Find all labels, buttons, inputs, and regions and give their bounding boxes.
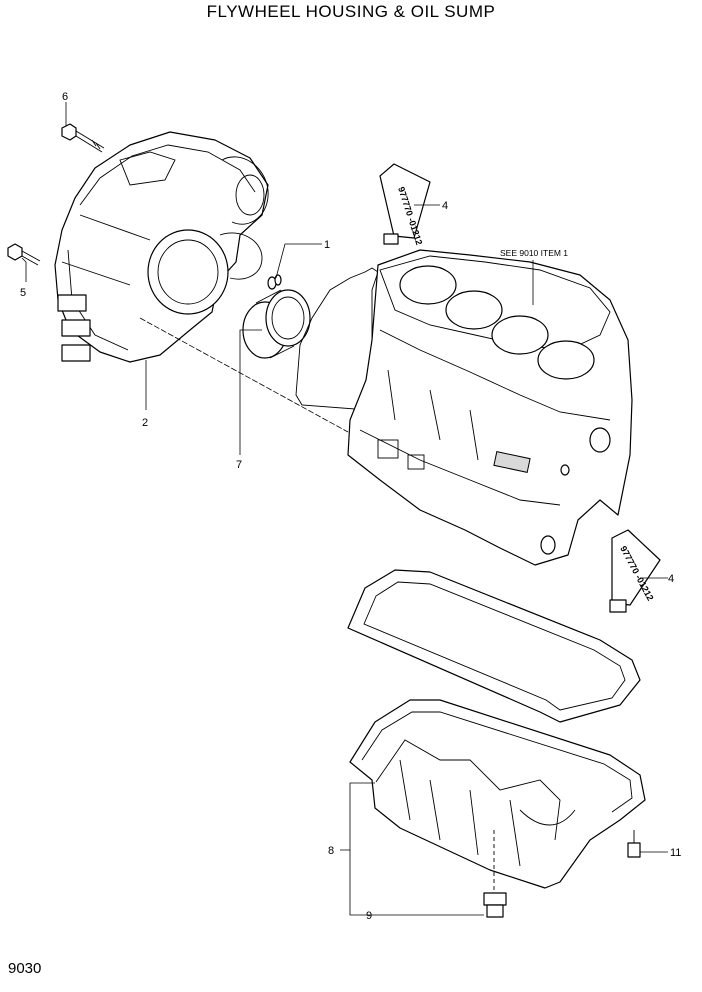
callout-8: 8 xyxy=(328,845,334,857)
callout-4-top: 4 xyxy=(442,200,448,212)
oil-pan-gasket[interactable] xyxy=(347,569,641,723)
sealant-tube-top[interactable]: 977770 -01212 xyxy=(379,163,431,246)
callout-7: 7 xyxy=(236,459,242,471)
leader-lines xyxy=(21,102,668,916)
callout-1: 1 xyxy=(324,239,330,251)
callout-9: 9 xyxy=(366,910,372,922)
callout-11: 11 xyxy=(670,847,681,859)
oil-sump[interactable] xyxy=(349,699,646,889)
sealant-tube-right[interactable]: 977770 -01212 xyxy=(609,529,661,613)
callout-5: 5 xyxy=(20,287,26,299)
page-number: 9030 xyxy=(8,960,42,977)
callout-6: 6 xyxy=(62,91,68,103)
callout-4-right: 4 xyxy=(668,573,674,585)
oil-seal-1[interactable] xyxy=(267,274,282,290)
drain-plug[interactable] xyxy=(483,830,507,918)
callout-2: 2 xyxy=(142,417,148,429)
reference-note: SEE 9010 ITEM 1 xyxy=(500,248,568,258)
bolt-11[interactable] xyxy=(627,830,641,858)
bolt-5[interactable] xyxy=(7,243,41,266)
flywheel-housing[interactable] xyxy=(54,131,269,363)
bolt-6[interactable] xyxy=(61,123,105,153)
page-title: FLYWHEEL HOUSING & OIL SUMP xyxy=(206,2,496,21)
cylinder-block xyxy=(347,249,633,566)
